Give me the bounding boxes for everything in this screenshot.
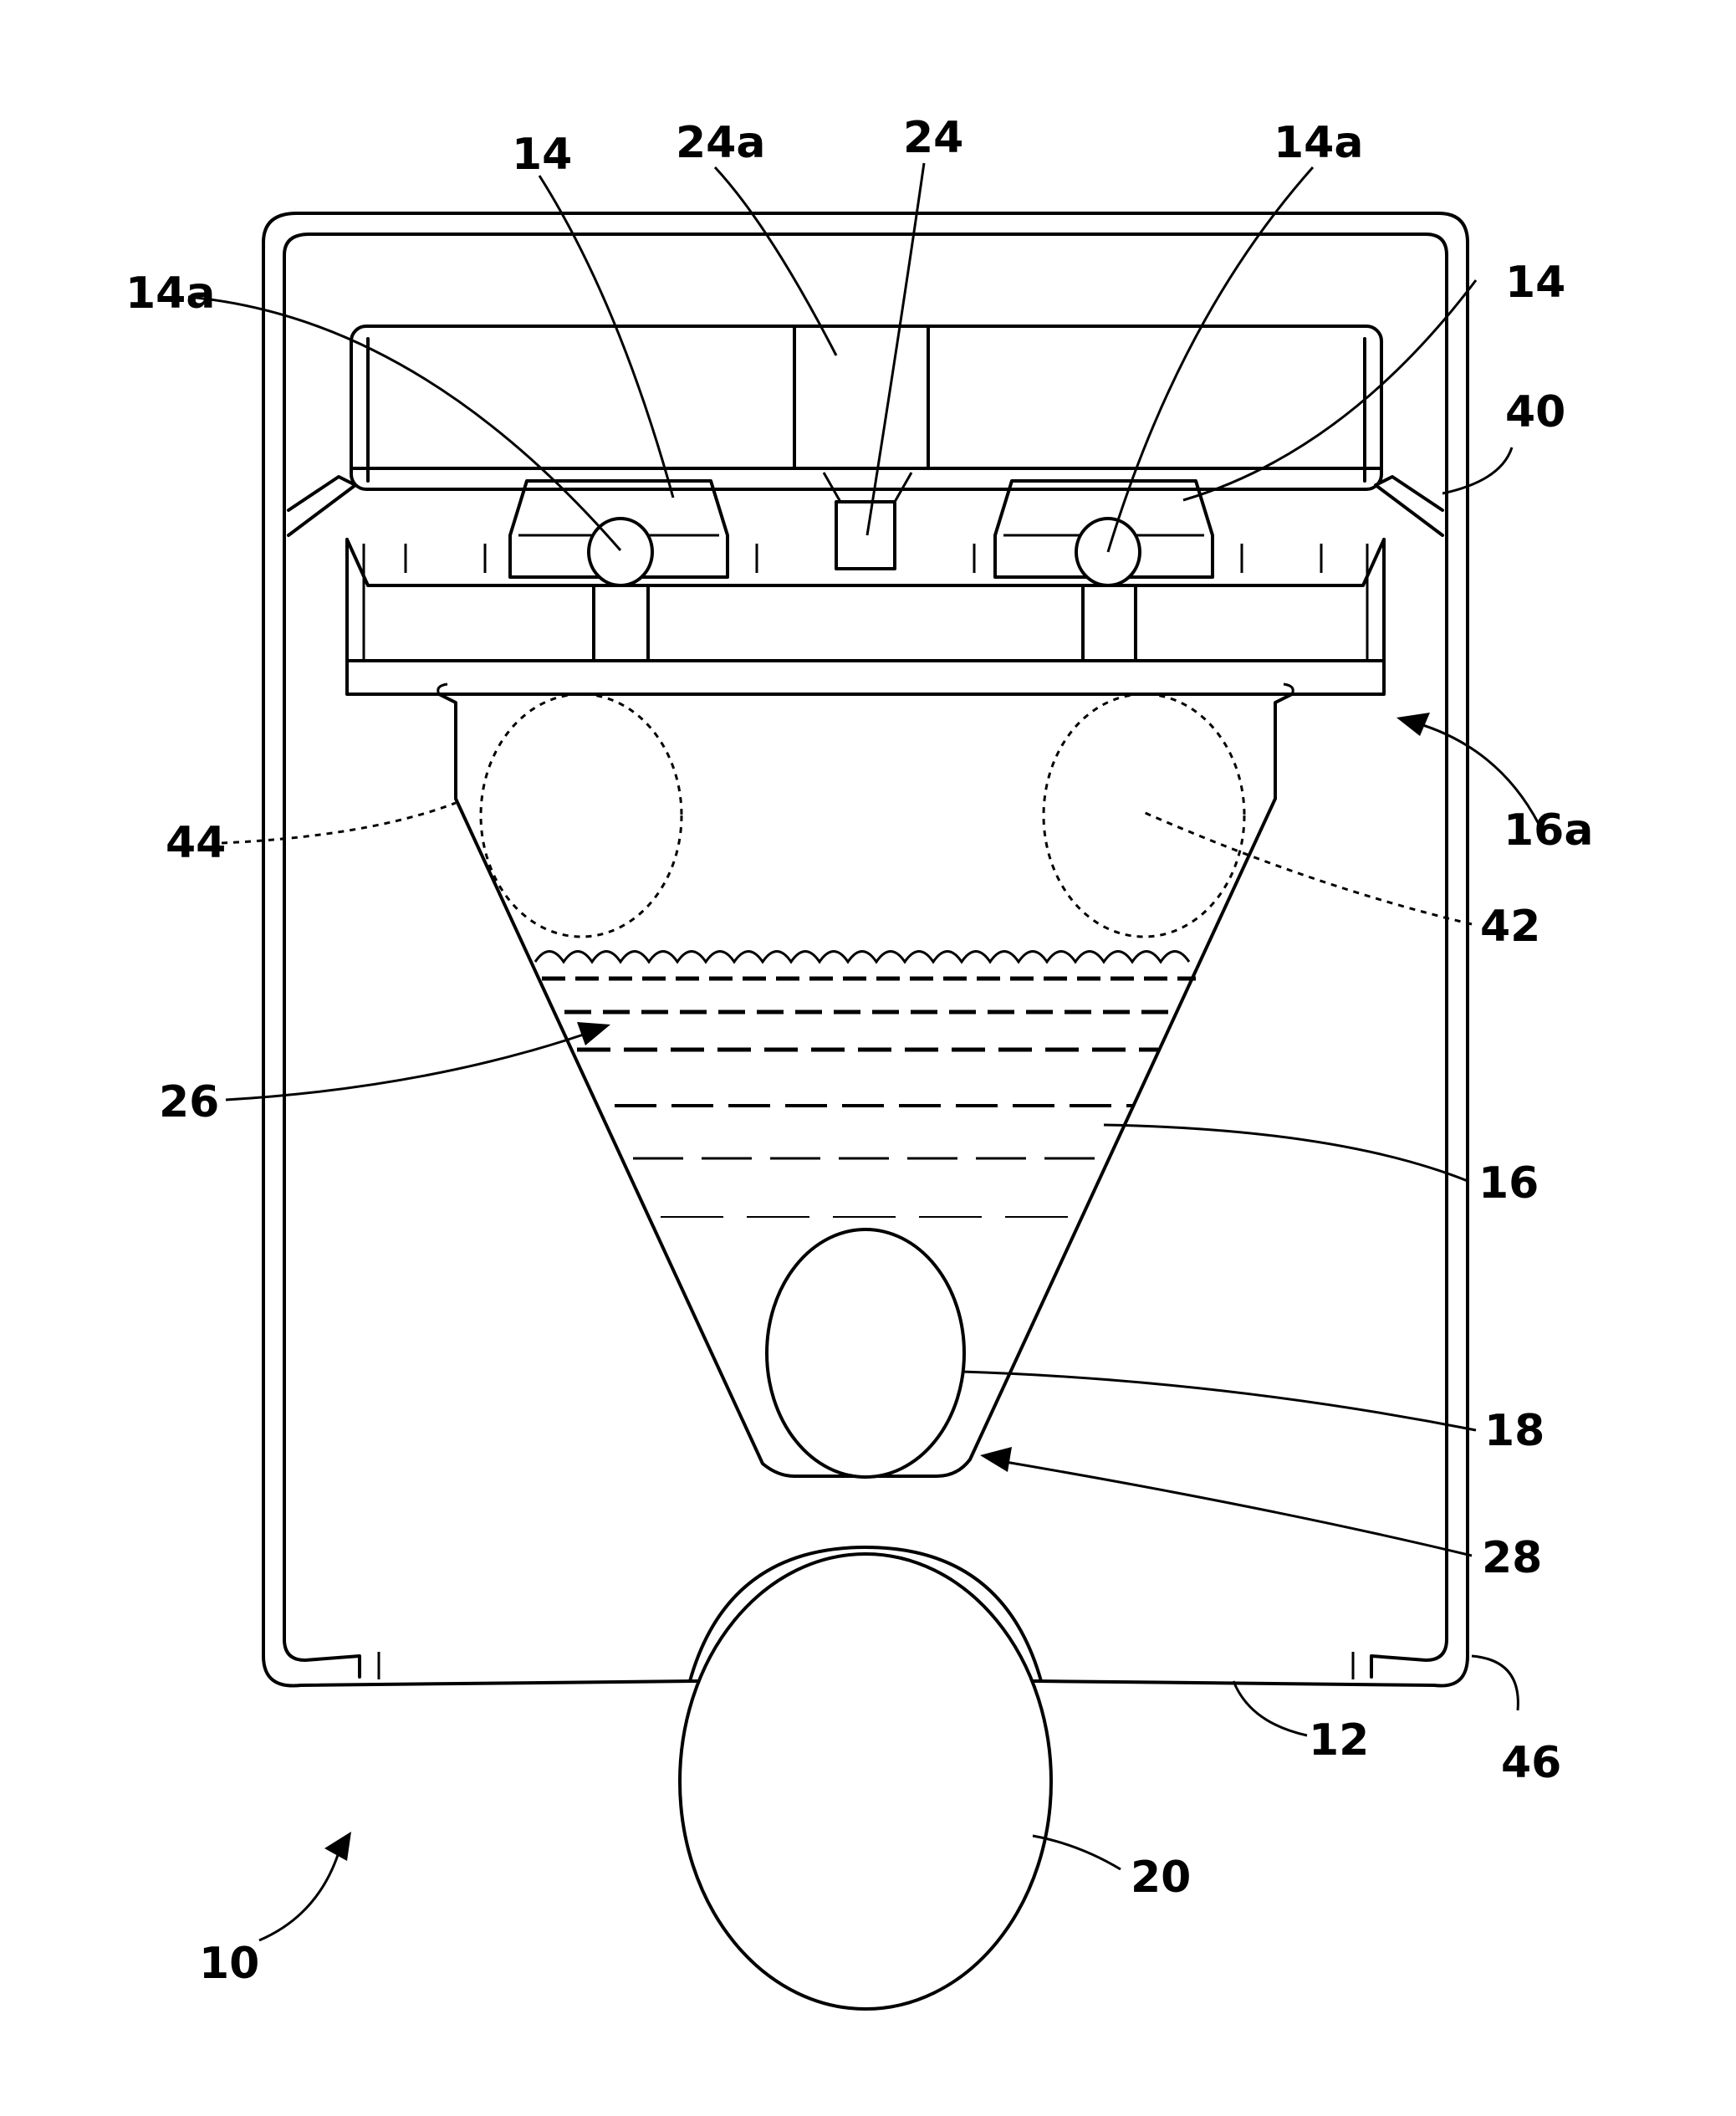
lid-assembly (288, 326, 1442, 569)
label-14-right: 14 (1505, 258, 1565, 308)
label-16a: 16a (1504, 805, 1593, 856)
label-20: 20 (1131, 1853, 1191, 1903)
ball-20 (680, 1547, 1051, 2009)
label-24: 24 (903, 113, 963, 163)
tray-16a (347, 539, 1384, 694)
label-40: 40 (1505, 387, 1565, 437)
label-14-left: 14 (512, 130, 572, 180)
label-18: 18 (1484, 1406, 1545, 1456)
label-46: 46 (1501, 1738, 1561, 1788)
cap-14-left (510, 481, 728, 661)
hopper-16 (438, 684, 1294, 1477)
label-12: 12 (1309, 1715, 1369, 1766)
label-28: 28 (1482, 1533, 1542, 1583)
label-44: 44 (166, 818, 226, 868)
label-10: 10 (199, 1939, 259, 1989)
label-26: 26 (159, 1077, 219, 1127)
label-24a: 24a (676, 118, 765, 168)
label-14a-right: 14a (1274, 118, 1363, 168)
cap-14-right (995, 481, 1213, 661)
label-14a-left: 14a (125, 268, 215, 319)
label-16: 16 (1478, 1158, 1539, 1209)
label-42: 42 (1480, 902, 1540, 952)
